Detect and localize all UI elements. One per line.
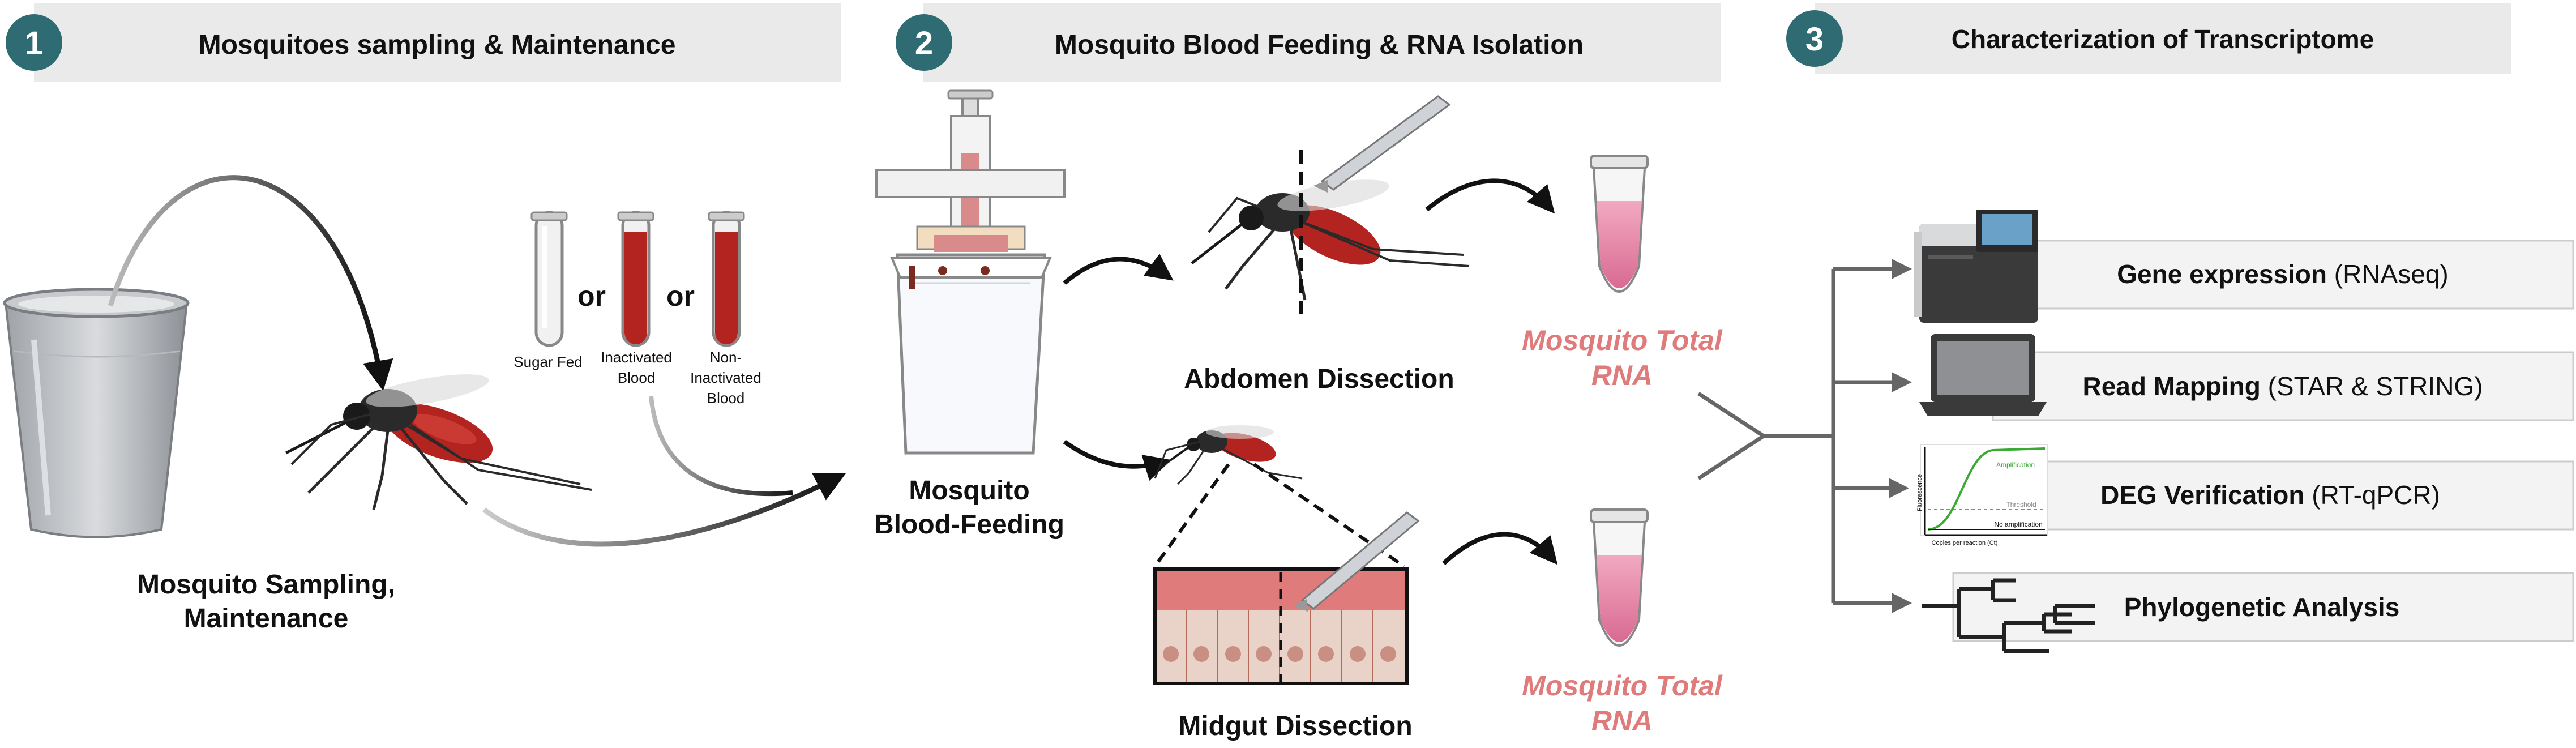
tube-label-inactivated: Inactivated [601,349,672,366]
panel-title: Mosquito Blood Feeding & RNA Isolation [1055,30,1584,60]
merge-connector [1697,392,1768,480]
header-bar [1815,3,2511,74]
qpcr-chart-icon: Amplification Threshold No amplification… [1916,444,2048,546]
tube-label-noninactivated: Non- [710,349,742,366]
feeding-caption: Blood-Feeding [874,510,1064,540]
analysis-bold: Read Mapping [2082,371,2260,401]
scalpel-icon [1294,511,1420,612]
panel-title: Characterization of Transcriptome [1952,24,2374,54]
rna-label: RNA [1591,705,1653,737]
analysis-rest: (RT-qPCR) [2305,480,2440,510]
step-badge [896,14,952,71]
phylogenetic-tree-icon [1922,578,2095,653]
rna-tube-icon [1590,508,1649,647]
or-label: or [577,280,606,312]
midgut-caption: Midgut Dissection [1178,711,1412,741]
rna-label: Mosquito Total [1522,670,1723,702]
scalpel-icon [1313,95,1451,193]
panel-3-header: 3 Characterization of Transcriptome [1786,3,2511,74]
blood-feeder-icon [875,89,1066,252]
mosquito-icon [285,374,592,510]
laptop-icon [1919,334,2047,416]
noninactivated-blood-tube-icon [708,211,745,347]
qpcr-x-label: Copies per reaction (Ct) [1932,540,1998,546]
analysis-bold: Gene expression [2117,259,2327,289]
analysis-rest: (STAR & STRING) [2261,371,2483,401]
step-number: 1 [25,25,43,62]
panel-1-header: 1 Mosquitoes sampling & Maintenance [6,3,841,82]
analysis-box [1992,240,2574,310]
flow-arrow [649,396,793,497]
panel-title: Mosquitoes sampling & Maintenance [199,30,676,60]
tube-label-noninactivated: Blood [707,390,745,407]
mosquito-cage-icon [889,253,1052,455]
analysis-label: DEG Verification (RT-qPCR) [2100,480,2440,510]
flow-arrow [1442,532,1558,565]
rna-tube-icon [1590,155,1649,293]
zoom-line [1153,463,1230,567]
header-bar [923,3,1721,82]
sequencer-icon [1914,210,2038,323]
sampling-caption: Mosquito Sampling, [137,570,395,600]
qpcr-threshold-label: Threshold [2006,501,2036,508]
step-number: 2 [915,25,933,62]
flow-arrow [482,473,846,547]
sugar-tube-icon [530,211,568,347]
qpcr-amp-label: Amplification [1996,461,2035,469]
feeding-caption: Mosquito [909,476,1029,506]
analysis-bold: Phylogenetic Analysis [2124,592,2400,622]
analysis-label: Read Mapping (STAR & STRING) [2082,371,2483,401]
analysis-label: Phylogenetic Analysis [2124,592,2400,622]
header-bar [34,3,841,82]
mosquito-icon [1191,179,1470,301]
step-badge [1786,10,1843,67]
inactivated-blood-tube-icon [617,211,654,347]
flow-arrow [1063,439,1172,481]
analysis-bold: DEG Verification [2100,480,2304,510]
analysis-box [1992,351,2574,421]
tube-label-noninactivated: Inactivated [690,369,761,386]
tube-label-inactivated: Blood [618,369,656,386]
flow-arrow [1425,178,1555,214]
qpcr-noamp-label: No amplification [1994,520,2042,528]
mosquito-icon [1154,425,1303,485]
analysis-rest: (RNAseq) [2327,259,2449,289]
abdomen-caption: Abdomen Dissection [1184,364,1454,394]
collection-cup-icon [3,288,190,538]
flow-arrow [108,175,393,391]
flow-arrow [1063,254,1174,285]
analysis-box [1946,460,2574,531]
analysis-label: Gene expression (RNAseq) [2117,259,2448,289]
or-label: or [666,280,695,312]
midgut-tissue-icon [1153,567,1409,685]
rna-label: RNA [1591,360,1653,391]
step-number: 3 [1805,21,1824,58]
rna-label: Mosquito Total [1522,324,1723,356]
panel-2-header: 2 Mosquito Blood Feeding & RNA Isolation [896,3,1721,82]
sampling-caption: Maintenance [184,604,349,634]
tube-label-sugar: Sugar Fed [514,353,582,370]
qpcr-y-label: Fluorescence [1916,474,1923,511]
step-badge [6,14,62,71]
